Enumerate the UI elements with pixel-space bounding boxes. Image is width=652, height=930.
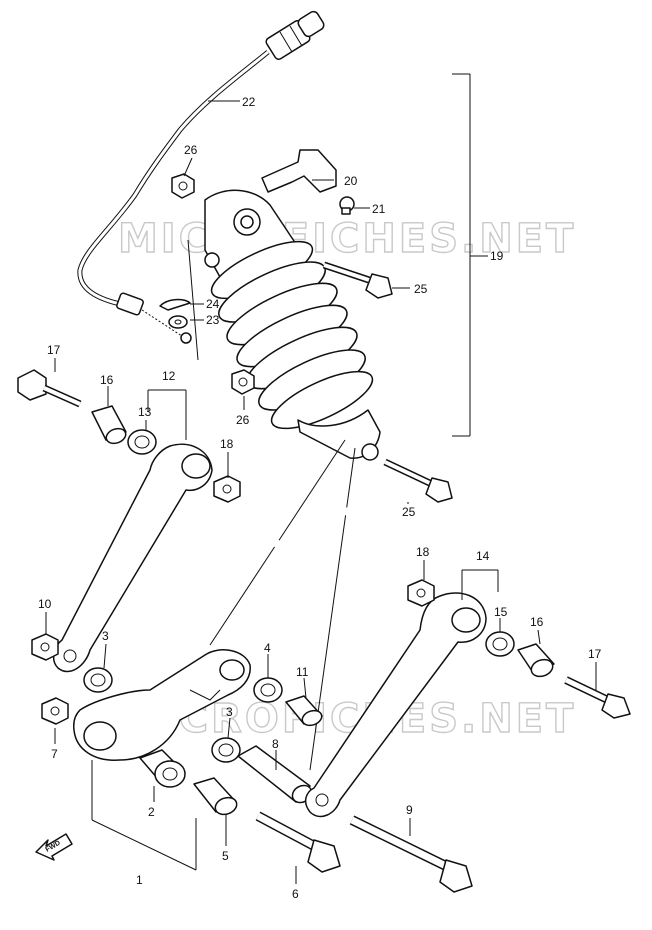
callout-4: 4	[264, 641, 271, 655]
callout-18-right: 18	[416, 545, 430, 559]
rod-lower-nut[interactable]	[31, 633, 59, 661]
right-rod-bolt[interactable]	[564, 676, 631, 719]
callout-7: 7	[51, 747, 58, 761]
watermark-top: MICROFICHES.NET	[118, 216, 576, 262]
lever-bearing-upper[interactable]	[253, 677, 283, 703]
left-rod-collar[interactable]	[91, 405, 128, 446]
lower-shock-bolt[interactable]	[383, 458, 453, 503]
leader-lines	[45, 100, 597, 884]
callout-17-left: 17	[47, 343, 61, 357]
upper-shock-bolt[interactable]	[322, 261, 393, 299]
callout-18-left: 18	[220, 437, 234, 451]
callout-1: 1	[136, 873, 143, 887]
callout-25-upper: 25	[414, 282, 428, 296]
lever-bearing-left[interactable]	[83, 667, 113, 693]
right-rod-bearing[interactable]	[485, 631, 515, 657]
left-rod-nut[interactable]	[213, 475, 241, 503]
lever-bearing-large[interactable]	[139, 749, 186, 788]
callout-23: 23	[206, 313, 220, 327]
callout-8: 8	[272, 737, 279, 751]
callout-5: 5	[222, 849, 229, 863]
lever-bolt-short[interactable]	[255, 811, 341, 873]
callout-17-right: 17	[588, 647, 602, 661]
lever-nut[interactable]	[41, 697, 69, 725]
cable-washer[interactable]	[168, 315, 188, 329]
callout-24: 24	[206, 297, 220, 311]
preload-adjuster-cable[interactable]	[77, 10, 326, 344]
right-rod-nut[interactable]	[407, 579, 435, 607]
left-cushion-rod[interactable]	[52, 443, 213, 673]
callout-16-right: 16	[530, 615, 544, 629]
callout-3-right: 3	[226, 705, 233, 719]
callout-10: 10	[38, 597, 52, 611]
callout-21: 21	[372, 202, 386, 216]
lever-collar-short[interactable]	[285, 695, 324, 728]
callout-12: 12	[162, 369, 176, 383]
lever-collar[interactable]	[193, 777, 239, 817]
right-rod-collar[interactable]	[517, 643, 555, 679]
upper-shock-nut[interactable]	[171, 173, 195, 199]
callout-2: 2	[148, 805, 155, 819]
rear-shock-absorber[interactable]	[204, 189, 381, 461]
callout-20: 20	[344, 174, 358, 188]
lever-bolt-long[interactable]	[349, 815, 473, 893]
left-rod-bearing[interactable]	[127, 429, 157, 455]
callout-labels: 1 2 3 3 4 5 6 7 8 9 10 11 12 13 14 15 16…	[38, 95, 602, 901]
right-cushion-rod[interactable]	[304, 592, 487, 818]
callout-9: 9	[406, 803, 413, 817]
callout-14: 14	[476, 549, 490, 563]
callout-22: 22	[242, 95, 256, 109]
callout-3-left: 3	[102, 629, 109, 643]
bracket-bolt[interactable]	[339, 196, 355, 215]
callout-25-lower: 25	[402, 505, 416, 519]
left-rod-bolt[interactable]	[17, 369, 82, 408]
callout-11: 11	[296, 665, 309, 679]
callout-16-left: 16	[100, 373, 114, 387]
callout-26-upper: 26	[184, 143, 198, 157]
callout-26-lower: 26	[236, 413, 250, 427]
adjuster-bracket[interactable]	[261, 149, 337, 193]
lower-shock-nut[interactable]	[231, 369, 255, 395]
lever-bearing-right[interactable]	[211, 737, 241, 763]
callout-13: 13	[138, 405, 152, 419]
callout-15: 15	[494, 605, 508, 619]
cable-clip[interactable]	[159, 298, 191, 311]
forward-direction-arrow: FWD	[35, 833, 73, 861]
callout-6: 6	[292, 887, 299, 901]
cushion-lever[interactable]	[73, 649, 251, 761]
lever-spacer-long[interactable]	[237, 745, 315, 806]
callout-19: 19	[490, 249, 504, 263]
